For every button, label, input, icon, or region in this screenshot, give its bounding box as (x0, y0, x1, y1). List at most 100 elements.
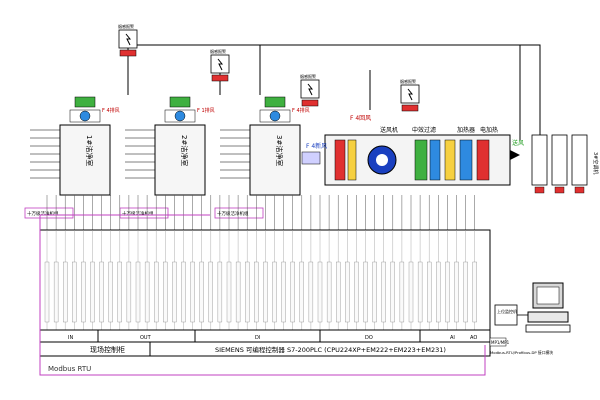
terminal-slot (463, 261, 468, 323)
heater-label: 加热器 (457, 126, 475, 134)
alarm-indicator (119, 49, 137, 57)
terminal-slot (381, 261, 386, 323)
section-label: IN (68, 335, 73, 341)
alarm-device: 烟感报警 (400, 78, 420, 112)
terminal-slot (226, 261, 232, 323)
exhaust-label: F 4排风 (292, 107, 310, 114)
cooler-label: 中效过滤 (412, 126, 436, 134)
terminal-slot (427, 261, 432, 323)
room-box (154, 124, 206, 196)
terminal-slot (363, 261, 368, 323)
alarm-label: 烟感报警 (210, 48, 226, 54)
hepa-filter-icon (264, 96, 286, 108)
humidifier-label: 电加热 (480, 126, 498, 134)
terminal-slot (408, 261, 414, 323)
terminal-slot (117, 261, 122, 323)
cooling-coil-2 (459, 139, 473, 181)
ac-box (551, 134, 568, 186)
section-label: DO (365, 335, 373, 341)
field-cabinet-label: 现场控制柜 (90, 345, 125, 354)
terminal-slot (235, 261, 241, 323)
exhaust-label: F 4排风 (102, 107, 120, 114)
ac-units: 1#空调机2#空调机3#空调机 (531, 134, 599, 194)
terminal-slot (317, 261, 323, 323)
terminal-slot (108, 261, 113, 323)
terminal-slot (308, 261, 314, 323)
cooling-coil (429, 139, 441, 181)
terminal-slot (281, 261, 286, 323)
bus-label: Modbus RTU (48, 365, 91, 373)
lightning-icon (217, 58, 224, 71)
fan-icon (174, 110, 186, 122)
heater-coil-2 (476, 139, 490, 181)
interface-caption: Modbus-RTU/Profibus-DP 接口模块 (490, 350, 553, 355)
terminal-slot (181, 261, 186, 323)
fan-icon (269, 110, 281, 122)
terminal-slot (90, 261, 95, 323)
monitoring-computer: 上位监控机 MP1/MP1 Modbus-RTU/Profibus-DP 接口模… (489, 282, 571, 355)
alarm-label: 烟感报警 (118, 23, 134, 29)
filter-1 (347, 139, 357, 181)
interface-box (489, 337, 507, 347)
terminal-slot (126, 261, 132, 323)
section-label: OUT (140, 335, 152, 341)
filter-3 (444, 139, 456, 181)
terminal-slot (290, 261, 295, 323)
supply-label: 送风 (512, 139, 524, 147)
ac-unit: 3#空调机 (571, 134, 599, 194)
ac-box (531, 134, 548, 186)
terminal-slot (190, 261, 195, 323)
summary-label: 十万级洁净机组 (27, 210, 59, 217)
summary-label: 十万级洁净机组 (217, 210, 249, 217)
top-trunk (127, 44, 541, 150)
fresh-air-label: F 4新风 (306, 142, 327, 150)
terminal-slot (199, 261, 204, 323)
terminal-slot (245, 261, 250, 323)
summary-box (24, 207, 74, 219)
return-air-label: F 4回风 (350, 115, 371, 122)
terminal-slot (272, 261, 277, 323)
heater-coil-1 (334, 139, 346, 181)
terminal-slot (454, 261, 459, 323)
terminal-slot (72, 261, 77, 323)
terminal-slot (445, 261, 450, 323)
terminal-slot (399, 261, 405, 323)
hepa-filter-icon (74, 96, 96, 108)
modem-box (494, 304, 518, 326)
terminal-slot (172, 261, 177, 323)
terminal-slot (144, 261, 150, 323)
terminal-slot (53, 261, 59, 323)
terminal-slot (254, 261, 259, 323)
signal-lines (46, 195, 475, 230)
alarm-label: 烟感报警 (400, 78, 416, 84)
room-name: 3#洁净室 (275, 135, 284, 166)
terminal-slot (154, 261, 159, 323)
computer-case-icon (527, 311, 569, 323)
fan-label: 送风机 (380, 126, 398, 134)
alarm-device: 烟感报警 (300, 73, 320, 107)
air-handling-unit: 送风机 中效过滤 加热器 电加热 送风 F 4新风 F 4回风 (301, 115, 524, 186)
room-box (59, 124, 111, 196)
terminal-slot (326, 261, 332, 323)
alarm-indicator (211, 74, 229, 82)
terminal-slot (208, 261, 213, 323)
terminal-slot (217, 261, 223, 323)
terminal-slot (99, 261, 104, 323)
alarm-device: 烟感报警 (210, 48, 230, 82)
ac-box (571, 134, 588, 186)
section-label: AO (470, 335, 477, 341)
keyboard-icon (525, 324, 571, 333)
terminal-slot (372, 261, 377, 323)
section-label: AI (450, 335, 455, 341)
terminal-slot (345, 261, 350, 323)
room-name: 1#洁净室 (85, 135, 94, 166)
summary-box (214, 207, 264, 219)
ac-label: 3#空调机 (592, 152, 599, 174)
